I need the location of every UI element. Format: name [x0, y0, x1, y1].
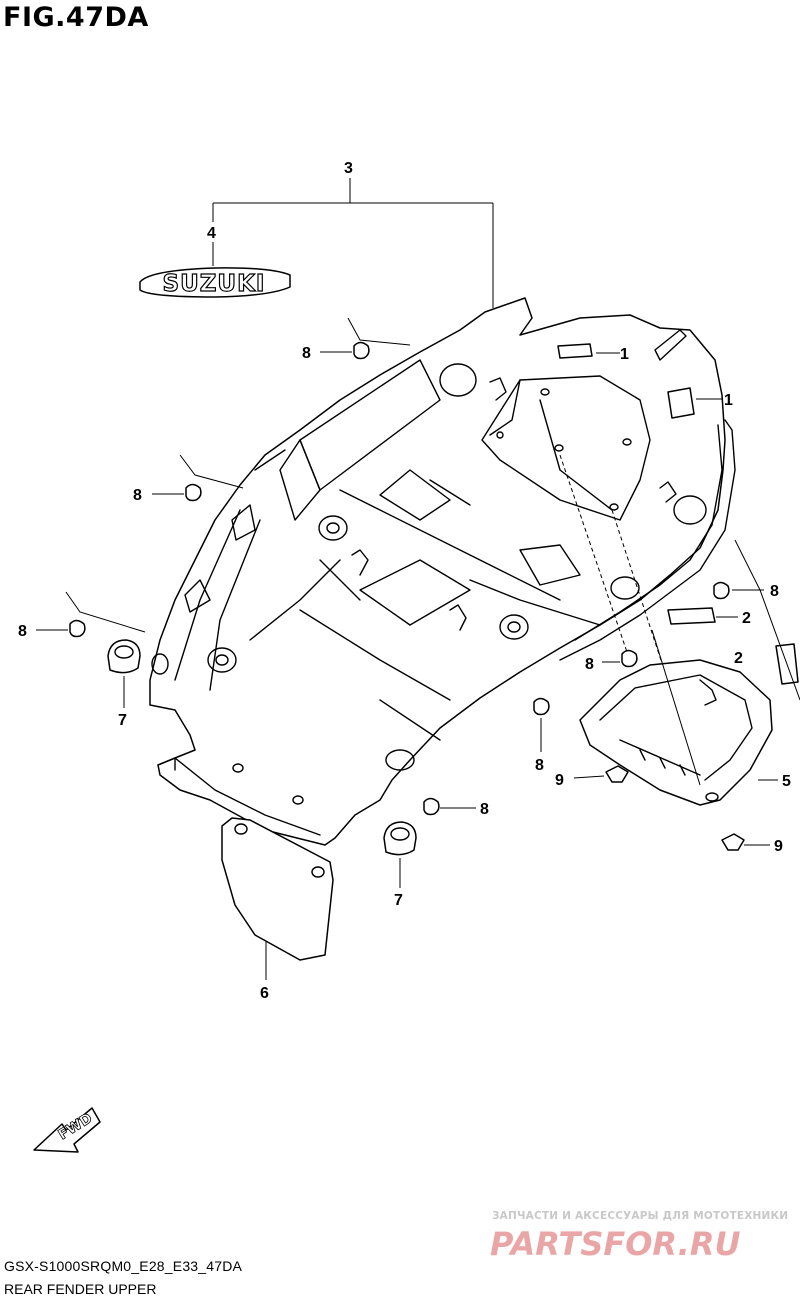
- clip-8-4: [713, 581, 730, 600]
- callout-9-b: 9: [774, 838, 783, 855]
- mud-flap-part-6: [221, 817, 334, 961]
- leader-lines: [36, 317, 800, 980]
- clip-8-3: [69, 619, 86, 638]
- callout-8-b: 8: [133, 487, 142, 504]
- callout-7-b: 7: [394, 892, 403, 909]
- watermark-tagline: ЗАПЧАСТИ И АКСЕССУАРЫ ДЛЯ МОТОТЕХНИКИ: [492, 1210, 789, 1222]
- callout-1-b: 1: [724, 392, 733, 409]
- part-group-name: REAR FENDER UPPER: [4, 1281, 157, 1297]
- rear-fender-body: [149, 297, 736, 846]
- clip-8-1: [353, 341, 370, 360]
- callout-4: 4: [207, 225, 216, 242]
- callout-1-a: 1: [620, 346, 629, 363]
- callout-2-b: 2: [734, 650, 743, 667]
- clip-8-7: [423, 797, 440, 816]
- callout-8-d: 8: [770, 583, 779, 600]
- callout-5: 5: [782, 773, 791, 790]
- callout-6: 6: [260, 985, 269, 1002]
- callout-8-f: 8: [535, 757, 544, 774]
- callout-8-c: 8: [18, 623, 27, 640]
- watermark-logo: PARTSFOR.RU: [490, 1225, 740, 1263]
- emblem-text: SUZUKI: [163, 271, 266, 297]
- model-code: GSX-S1000SRQM0_E28_E33_47DA: [4, 1258, 243, 1274]
- grommet-7-right: [383, 821, 417, 856]
- label-2-a: [667, 607, 716, 625]
- watermark-logo-text: PARTSFOR.RU: [490, 1225, 740, 1263]
- clip-8-2: [185, 483, 202, 502]
- clip-9-2: [721, 833, 745, 851]
- callout-2-a: 2: [742, 610, 751, 627]
- grommet-7-left: [107, 639, 141, 674]
- callout-9-a: 9: [555, 772, 564, 789]
- rear-tray-part-5: [579, 659, 773, 806]
- figure-title: FIG.47DA: [3, 2, 149, 33]
- callout-7-a: 7: [118, 712, 127, 729]
- leader-3: [212, 178, 494, 308]
- callout-8-a: 8: [302, 345, 311, 362]
- suzuki-emblem: SUZUKI: [139, 267, 291, 298]
- clip-8-6: [533, 697, 550, 716]
- clip-8-5: [621, 649, 638, 668]
- clip-9-1: [605, 765, 629, 783]
- label-1-b: [667, 387, 695, 419]
- callout-3: 3: [344, 160, 353, 177]
- label-1-a: [557, 343, 593, 359]
- callout-8-e: 8: [585, 656, 594, 673]
- fwd-arrow-icon: FWD: [33, 1107, 101, 1153]
- callout-8-g: 8: [480, 801, 489, 818]
